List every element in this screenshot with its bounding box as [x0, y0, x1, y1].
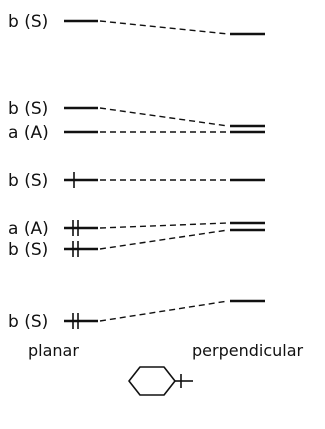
correlation-line [99, 20, 229, 35]
level-label-1: b (S) [8, 12, 48, 32]
correlation-line [99, 229, 229, 250]
level-label-3: a (A) [8, 123, 49, 143]
planar-levels [64, 19, 98, 323]
molecule-structure-icon [128, 366, 193, 396]
cyclohexane-ring [128, 366, 176, 396]
level-label-7: b (S) [8, 312, 48, 332]
level-label-5: a (A) [8, 219, 49, 239]
correlation-line [99, 107, 229, 127]
correlation-line [99, 300, 229, 322]
level-label-4: b (S) [8, 171, 48, 191]
column-label-perpendicular: perpendicular [192, 341, 304, 360]
electron-ticks [72, 172, 79, 329]
column-label-planar: planar [28, 341, 79, 360]
level-label-6: b (S) [8, 240, 48, 260]
level-label-2: b (S) [8, 99, 48, 119]
correlation-lines [99, 20, 229, 322]
correlation-line [99, 222, 229, 229]
perpendicular-levels [230, 32, 265, 303]
